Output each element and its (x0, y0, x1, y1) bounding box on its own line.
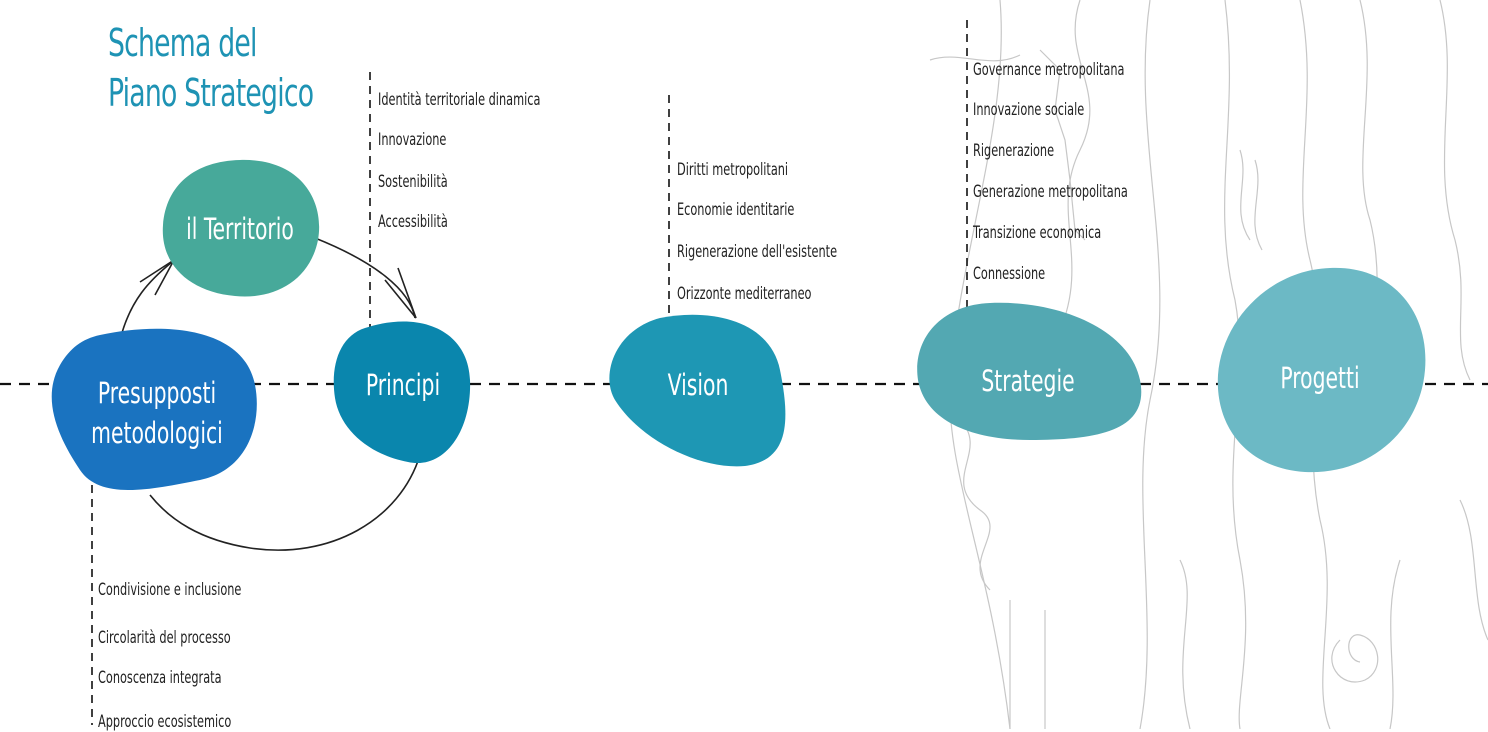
diagram-title: Schema del Piano Strategico (108, 18, 314, 118)
presupposti-label-line-2: metodologici (91, 416, 223, 450)
vision-blob[interactable] (609, 314, 786, 467)
title-line-2: Piano Strategico (108, 71, 314, 115)
progetti-blob[interactable] (1217, 267, 1426, 473)
presupposti-label: Presupposti metodologici (91, 373, 223, 453)
strategie-label: Strategie (981, 364, 1075, 398)
progetti-label: Progetti (1280, 361, 1360, 395)
territorio-label: il Territorio (186, 212, 294, 246)
presupposti-blob[interactable] (51, 328, 257, 490)
title-line-1: Schema del (108, 21, 257, 65)
presupposti-label-line-1: Presupposti (97, 376, 217, 410)
vision-label: Vision (667, 368, 729, 402)
strategie-blob[interactable] (917, 302, 1142, 440)
principi-label: Principi (365, 368, 441, 402)
territorio-blob[interactable] (162, 159, 320, 297)
principi-blob[interactable] (333, 321, 471, 464)
connector-lines (91, 20, 968, 725)
cycle-arrow-ring (119, 237, 421, 551)
